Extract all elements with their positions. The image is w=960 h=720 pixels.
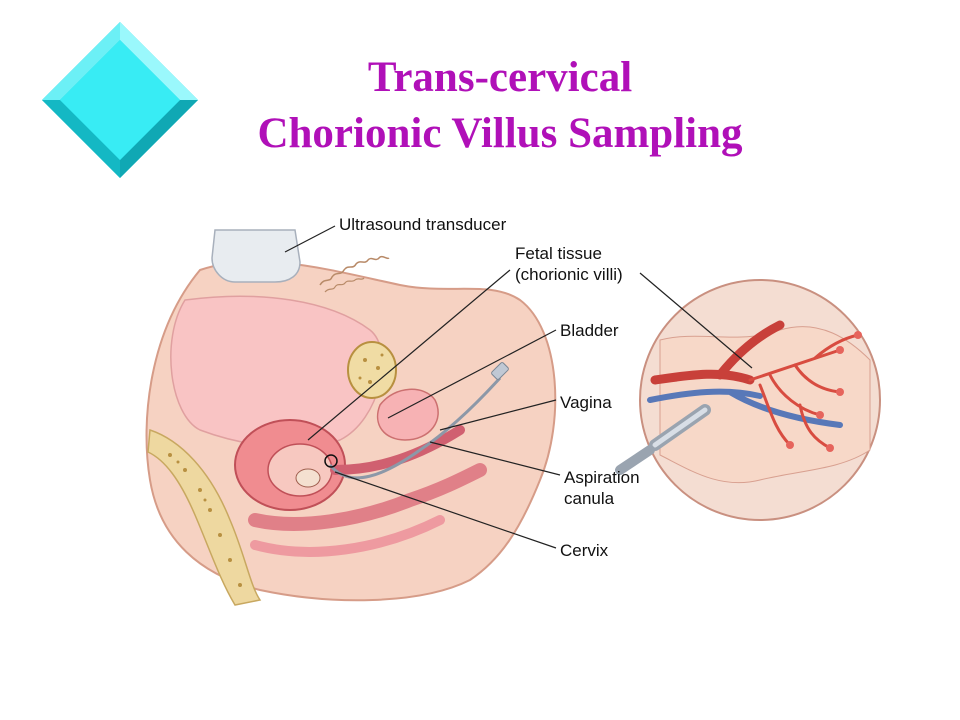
spine (147, 428, 262, 606)
slide-title: Trans-cervical Chorionic Villus Sampling (180, 50, 820, 162)
vagina (330, 425, 465, 475)
fetus (295, 468, 321, 488)
label-aspiration-canula: Aspiration canula (564, 467, 640, 509)
label-cervix: Cervix (560, 541, 609, 560)
ultrasound-transducer (211, 229, 301, 283)
inset-blood-vessel-red (650, 320, 785, 385)
diamond-bullet-icon (42, 22, 198, 178)
label-fetal-tissue-line2: (chorionic villi) (515, 265, 623, 284)
label-fetal-tissue: Fetal tissue (chorionic villi) (515, 243, 623, 285)
pubic-hair (319, 255, 390, 286)
gestational-sac (267, 443, 333, 497)
abdominal-cavity (170, 295, 383, 449)
leader-lines (284, 225, 753, 549)
sampling-circle (324, 454, 338, 468)
title-line-1: Trans-cervical (367, 54, 633, 101)
label-vagina: Vagina (560, 393, 612, 412)
label-bladder: Bladder (560, 321, 619, 340)
label-ultrasound-transducer: Ultrasound transducer (339, 215, 507, 234)
bladder (376, 388, 439, 441)
inset-blood-vessel-blue (647, 388, 843, 428)
inset-tissue (659, 326, 871, 484)
pubic-bone (347, 341, 397, 399)
rectum (248, 463, 487, 531)
label-aspiration-line2: canula (564, 489, 615, 508)
label-fetal-tissue-line1: Fetal tissue (515, 244, 602, 263)
title-line-2: Chorionic Villus Sampling (257, 110, 743, 157)
label-aspiration-line1: Aspiration (564, 468, 640, 487)
